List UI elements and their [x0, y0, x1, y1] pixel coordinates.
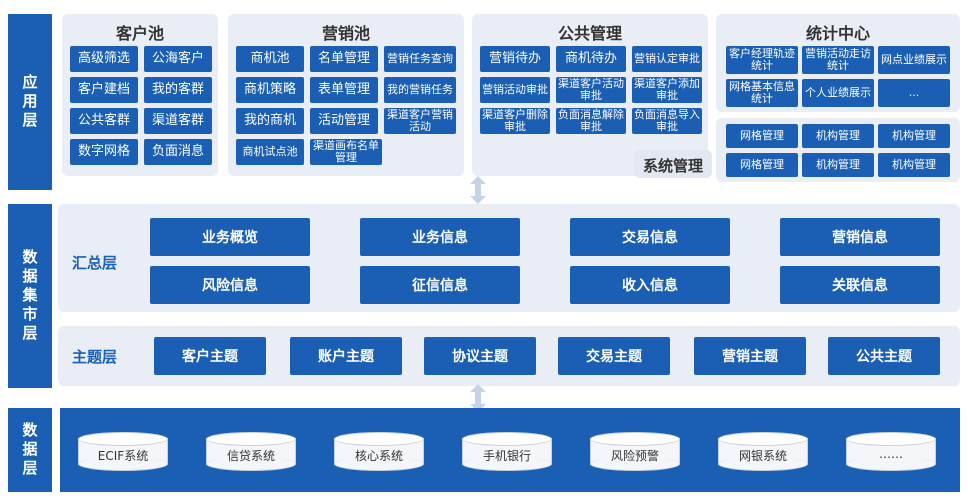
source-database: 网银系统 — [718, 430, 808, 471]
source-database: ECIF系统 — [78, 430, 168, 471]
theme-item[interactable]: 账户主题 — [290, 337, 402, 375]
theme-item[interactable]: 公共主题 — [828, 337, 940, 375]
cp-item[interactable]: 公共客群 — [70, 108, 138, 134]
public-mgmt-title: 公共管理 — [557, 24, 622, 43]
sc-item[interactable]: ... — [878, 79, 950, 107]
summary-item[interactable]: 关联信息 — [780, 266, 940, 304]
source-database: 核心系统 — [334, 430, 424, 471]
theme-item[interactable]: 协议主题 — [424, 337, 536, 375]
sc-item[interactable]: 个人业绩展示 — [802, 79, 874, 107]
sm-item[interactable]: 机构管理 — [878, 124, 950, 148]
cp-item[interactable]: 负面消息 — [144, 139, 212, 165]
pm-item[interactable]: 负面消息导入审批 — [632, 108, 702, 134]
sc-item[interactable]: 客户经理轨迹统计 — [726, 46, 798, 74]
source-label: 信贷系统 — [226, 449, 275, 463]
summary-item[interactable]: 风险信息 — [150, 266, 310, 304]
data-layer-label: 数据层 — [8, 408, 52, 492]
pm-item[interactable]: 营销活动审批 — [480, 77, 550, 103]
mp-item[interactable]: 渠道画布名单管理 — [310, 139, 382, 165]
mp-item[interactable]: 商机池 — [236, 46, 304, 72]
pm-item[interactable]: 营销认定审批 — [632, 46, 702, 72]
pm-item[interactable]: 营销待办 — [480, 46, 550, 72]
cp-item[interactable]: 客户建档 — [70, 77, 138, 103]
mp-item[interactable]: 渠道客户营销活动 — [384, 108, 456, 134]
system-mgmt-label: 系统管理 — [642, 157, 703, 175]
mp-item[interactable]: 商机策略 — [236, 77, 304, 103]
source-label: …… — [879, 447, 903, 461]
source-database: …… — [846, 430, 936, 471]
summary-item[interactable]: 业务信息 — [360, 218, 520, 256]
mp-item[interactable]: 活动管理 — [310, 108, 378, 134]
sc-item[interactable]: 网格基本信息统计 — [726, 79, 798, 107]
app-layer-label: 应用层 — [8, 14, 52, 190]
theme-item[interactable]: 交易主题 — [558, 337, 670, 375]
mp-item[interactable]: 商机试点池 — [236, 139, 304, 165]
data-layer-panel: ECIF系统 信贷系统 核心系统 手机银行 风险预警 网银系统 …… — [60, 408, 960, 492]
mp-item[interactable]: 营销任务查询 — [384, 46, 456, 72]
marketing-pool-panel: 营销池 商机池 名单管理 营销任务查询 商机策略 表单管理 我的营销任务 我的商… — [228, 14, 464, 176]
mp-item[interactable]: 我的营销任务 — [384, 77, 456, 103]
source-label: ECIF系统 — [97, 449, 149, 463]
source-label: 手机银行 — [482, 449, 531, 463]
mp-item[interactable]: 我的商机 — [236, 108, 304, 134]
source-label: 网银系统 — [738, 449, 787, 463]
cp-item[interactable]: 渠道客群 — [144, 108, 212, 134]
customer-pool-title: 客户池 — [115, 24, 164, 43]
pm-item[interactable]: 商机待办 — [556, 46, 626, 72]
sm-item[interactable]: 网格管理 — [726, 153, 798, 177]
mp-item[interactable]: 表单管理 — [310, 77, 378, 103]
sc-item[interactable]: 网点业绩展示 — [878, 46, 950, 74]
stats-center-panel: 统计中心 客户经理轨迹统计 营销活动走访统计 网点业绩展示 网格基本信息统计 个… — [716, 14, 960, 112]
system-mgmt-label-box: 系统管理 — [634, 150, 712, 178]
source-label: 风险预警 — [610, 449, 659, 463]
summary-layer-panel: 汇总层 业务概览 业务信息 交易信息 营销信息 风险信息 征信信息 收入信息 关… — [58, 204, 960, 312]
cp-item[interactable]: 我的客群 — [144, 77, 212, 103]
source-database: 手机银行 — [462, 430, 552, 471]
theme-item[interactable]: 营销主题 — [694, 337, 806, 375]
summary-item[interactable]: 交易信息 — [570, 218, 730, 256]
summary-layer-label: 汇总层 — [72, 254, 118, 272]
source-database: 风险预警 — [590, 430, 680, 471]
system-mgmt-panel: 网格管理 机构管理 机构管理 网格管理 机构管理 机构管理 — [716, 118, 960, 182]
sm-item[interactable]: 网格管理 — [726, 124, 798, 148]
theme-item[interactable]: 客户主题 — [154, 337, 266, 375]
double-arrow-icon — [470, 176, 486, 204]
summary-item[interactable]: 征信信息 — [360, 266, 520, 304]
sm-item[interactable]: 机构管理 — [802, 124, 874, 148]
public-mgmt-panel: 公共管理 营销待办 商机待办 营销认定审批 营销活动审批 渠道客户活动审批 渠道… — [472, 14, 708, 176]
sc-item[interactable]: 营销活动走访统计 — [802, 46, 874, 74]
theme-layer-panel: 主题层 客户主题 账户主题 协议主题 交易主题 营销主题 公共主题 — [58, 326, 960, 386]
marketing-pool-title: 营销池 — [321, 24, 370, 43]
summary-item[interactable]: 营销信息 — [780, 218, 940, 256]
customer-pool-panel: 客户池 高级筛选 公海客户 客户建档 我的客群 公共客群 渠道客群 数字网格 负… — [62, 14, 218, 176]
pm-item[interactable]: 渠道客户活动审批 — [556, 77, 626, 103]
stats-center-title: 统计中心 — [805, 24, 870, 43]
theme-layer-label: 主题层 — [72, 348, 118, 366]
cp-item[interactable]: 高级筛选 — [70, 46, 138, 72]
double-arrow-icon — [470, 384, 486, 412]
summary-item[interactable]: 业务概览 — [150, 218, 310, 256]
mp-item[interactable]: 名单管理 — [310, 46, 378, 72]
pm-item[interactable]: 渠道客户删除审批 — [480, 108, 550, 134]
sm-item[interactable]: 机构管理 — [802, 153, 874, 177]
source-label: 核心系统 — [354, 449, 403, 463]
summary-item[interactable]: 收入信息 — [570, 266, 730, 304]
sm-item[interactable]: 机构管理 — [878, 153, 950, 177]
cp-item[interactable]: 公海客户 — [144, 46, 212, 72]
pm-item[interactable]: 负面消息解除审批 — [556, 108, 626, 134]
source-database: 信贷系统 — [206, 430, 296, 471]
mart-layer-label: 数据集市层 — [8, 204, 52, 388]
pm-item[interactable]: 渠道客户添加审批 — [632, 77, 702, 103]
cp-item[interactable]: 数字网格 — [70, 139, 138, 165]
